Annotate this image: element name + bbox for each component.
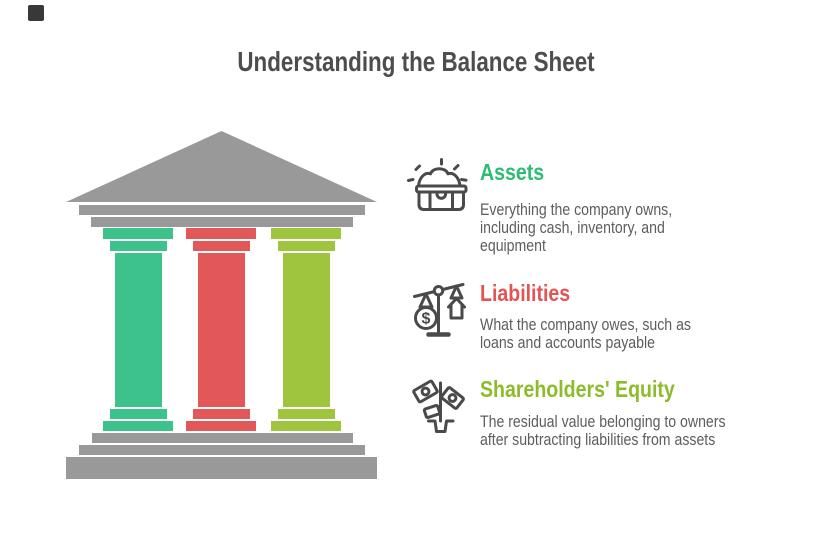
pillar-base-top (109, 409, 167, 419)
pillar-base-bottom (103, 421, 173, 431)
svg-text:$: $ (422, 311, 431, 328)
pillar-capital-bottom (109, 241, 167, 251)
temple-pediment (66, 131, 377, 202)
section-title-assets: Assets (480, 159, 545, 185)
pillar-base-bottom (186, 421, 256, 431)
pillar-base-bottom (271, 421, 341, 431)
temple-illustration (66, 131, 377, 479)
treasure-chest-icon (407, 157, 468, 213)
pillar-base-top (192, 409, 250, 419)
corner-mark (28, 5, 44, 21)
pillar-base-top (277, 409, 335, 419)
section-desc-equity: The residual value belonging to owners a… (480, 412, 726, 449)
temple-step-top (92, 433, 353, 443)
section-title-liabilities: Liabilities (480, 280, 571, 306)
temple-frieze (91, 217, 353, 227)
balance-scale-icon: $ (411, 277, 469, 341)
pillar-capital-bottom (277, 241, 335, 251)
section-desc-liabilities: What the company owes, such as loans and… (480, 315, 691, 352)
pillar-capital-top (186, 228, 256, 239)
pillar-shaft (197, 253, 245, 407)
temple-step-middle (79, 445, 365, 455)
pillar-capital-top (271, 228, 341, 239)
money-tree-icon (412, 375, 465, 437)
pillar-shaft (282, 253, 330, 407)
section-title-equity: Shareholders' Equity (480, 376, 675, 402)
pillar-capital-top (103, 228, 173, 239)
section-desc-assets: Everything the company owns, including c… (480, 200, 673, 255)
pillar-liabilities (186, 228, 256, 431)
temple-step-bottom (66, 457, 377, 479)
pillar-capital-bottom (192, 241, 250, 251)
pillar-shaft (114, 253, 162, 407)
page-title: Understanding the Balance Sheet (237, 46, 595, 77)
pillar-equity (271, 228, 341, 431)
pillar-assets (103, 228, 173, 431)
temple-architrave (79, 205, 365, 215)
